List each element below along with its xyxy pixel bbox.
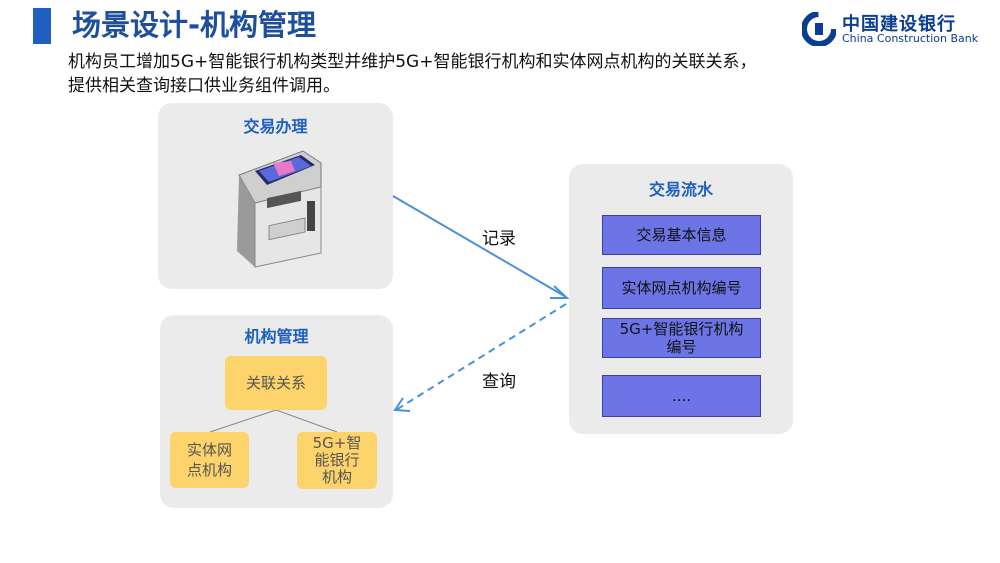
flow-item-smart-bank-id-line-2: 编号	[666, 338, 697, 356]
tree-line-right	[275, 409, 338, 433]
query-arrow	[395, 303, 567, 411]
query-arrow-head	[393, 397, 411, 412]
record-label: 记录	[482, 229, 516, 249]
physical-outlet-box: 实体网 点机构	[170, 432, 249, 488]
transaction-flow-panel-title: 交易流水	[648, 180, 713, 199]
transaction-panel-title: 交易办理	[243, 117, 308, 136]
flow-item-basic-info: 交易基本信息	[602, 215, 761, 255]
physical-outlet-line-2: 点机构	[186, 461, 232, 479]
smart-bank-line-1: 5G+智	[312, 434, 362, 452]
relation-box: 关联关系	[225, 356, 327, 410]
flow-item-basic-info-label: 交易基本信息	[636, 226, 727, 244]
query-label: 查询	[482, 372, 516, 392]
tree-line-left	[209, 409, 277, 433]
flow-item-smart-bank-id: 5G+智能银行机构 编号	[602, 318, 761, 358]
record-arrow-head	[550, 285, 570, 299]
smart-bank-line-3: 机构	[321, 468, 352, 486]
org-management-panel-title: 机构管理	[244, 327, 309, 346]
description-line-1: 机构员工增加5G+智能银行机构类型并维护5G+智能银行机构和实体网点机构的关联关…	[68, 52, 757, 72]
ccb-logo: 中国建设银行 China Construction Bank	[802, 10, 992, 50]
smart-bank-box: 5G+智 能银行 机构	[297, 432, 377, 489]
record-arrow	[392, 195, 567, 298]
flow-item-smart-bank-id-line-1: 5G+智能银行机构	[619, 320, 744, 338]
flow-item-more: ....	[602, 375, 761, 417]
logo-text-cn: 中国建设银行	[842, 14, 956, 35]
atm-kiosk-image	[237, 150, 322, 268]
flow-item-outlet-id-label: 实体网点机构编号	[621, 279, 742, 297]
description-line-2: 提供相关查询接口供业务组件调用。	[68, 76, 340, 96]
page-title: 场景设计-机构管理	[72, 8, 317, 42]
logo-text-en: China Construction Bank	[842, 32, 979, 45]
transaction-panel: 交易办理	[158, 103, 393, 289]
flow-item-more-label: ....	[671, 387, 692, 405]
ccb-logo-icon	[802, 12, 836, 46]
physical-outlet-line-1: 实体网	[186, 441, 232, 459]
smart-bank-line-2: 能银行	[314, 451, 360, 469]
relation-label: 关联关系	[245, 374, 306, 392]
flow-item-outlet-id: 实体网点机构编号	[602, 267, 761, 309]
description: 机构员工增加5G+智能银行机构类型并维护5G+智能银行机构和实体网点机构的关联关…	[68, 50, 868, 98]
title-accent-bar	[33, 8, 51, 44]
